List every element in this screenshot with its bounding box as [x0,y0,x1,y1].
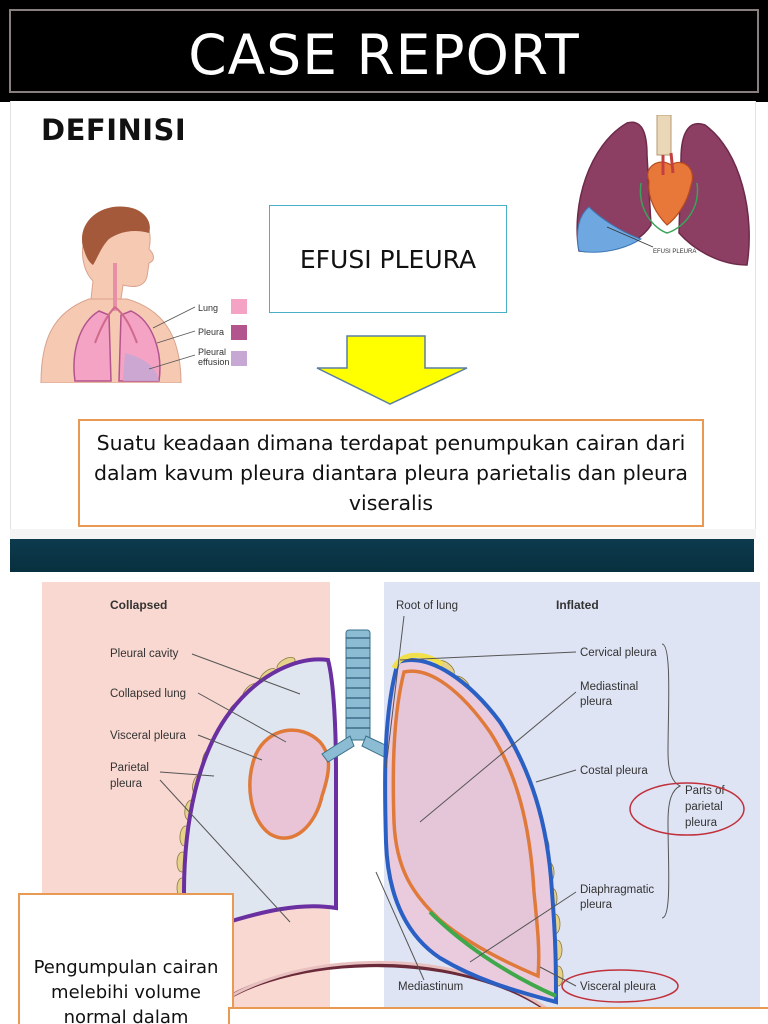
label-collapsed-lung: Collapsed lung [110,688,186,700]
term-text: EFUSI PLEURA [299,244,477,274]
definition-text: Suatu keadaan dimana terdapat penumpukan… [94,431,688,515]
label-mediastinal: Mediastinal [580,681,638,693]
label-parietal-pleura: pleura [110,778,143,790]
effusion-label: EFUSI PLEURA [653,249,696,255]
label-parts-of: Parts of [685,785,725,797]
down-arrow-icon [316,335,468,405]
legend-swatch-effusion [231,351,247,366]
legend-swatch-pleura [231,325,247,340]
label-visceral-pleura-right: Visceral pleura [580,981,656,993]
separator [10,529,756,539]
label-cervical-pleura: Cervical pleura [580,647,657,659]
label-pleura-right: pleura [685,817,718,829]
title-banner: CASE REPORT [0,0,768,102]
visceral-pleura-circle [561,969,679,1003]
label-visceral-pleura-left: Visceral pleura [110,730,186,742]
label-diaphragmatic: Diaphragmatic [580,884,654,896]
term-box: EFUSI PLEURA [269,205,507,313]
label-mediastinal-pleura: pleura [580,696,613,708]
definition-heading: DEFINISI [41,113,187,147]
legend-label-pleura: Pleura [198,327,224,337]
label-costal-pleura: Costal pleura [580,765,648,777]
collapsed-heading: Collapsed [110,598,167,612]
label-diaphragmatic-pleura: pleura [580,899,613,911]
section-divider-bar [10,539,754,572]
label-root-of-lung: Root of lung [396,600,458,612]
note-text: Pengumpulan cairan melebihi volume norma… [33,957,219,1024]
inflated-lung [391,669,541,979]
slide-title: CASE REPORT [188,23,580,87]
note-box: Pengumpulan cairan melebihi volume norma… [18,893,234,1024]
lungs-heart-illustration: EFUSI PLEURA [576,115,750,266]
diaphragmatic-pleura-line [428,910,557,998]
label-parietal-right: parietal [685,801,723,813]
label-mediastinum: Mediastinum [398,981,463,993]
label-parietal: Parietal [110,762,149,774]
label-pleural-cavity: Pleural cavity [110,648,179,660]
parietal-parts-circle [629,782,745,836]
title-frame [9,9,759,93]
legend-label-lung: Lung [198,303,218,313]
legend-swatch-lung [231,299,247,314]
inflated-heading: Inflated [556,598,599,612]
definition-text-box: Suatu keadaan dimana terdapat penumpukan… [78,419,704,527]
note-box-secondary [228,1007,768,1024]
cervical-pleura-line [391,652,444,670]
